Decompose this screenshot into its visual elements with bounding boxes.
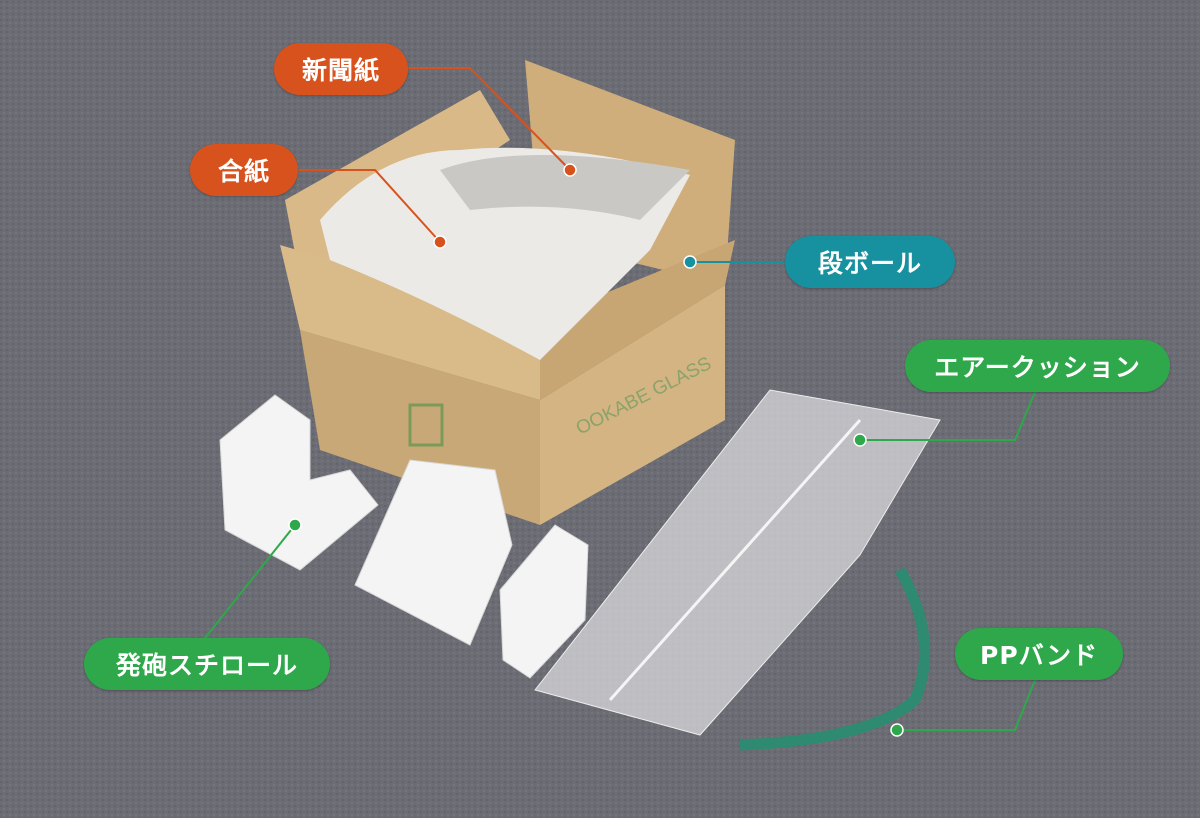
styrofoam-blocks [219,394,589,679]
leader-lines [204,67,1036,731]
label-pp-band: PPバンド [955,628,1123,680]
label-newspaper: 新聞紙 [274,43,408,95]
cardboard-box: OOKABE GLASS [280,60,735,525]
label-cardboard: 段ボール [785,236,955,288]
leader-dots [288,163,904,737]
label-air-cushion: エアークッション [905,340,1170,392]
air-cushion [534,389,941,736]
label-interleaf-paper: 合紙 [190,144,298,196]
pp-band [739,567,931,751]
label-styrofoam: 発砲スチロール [84,638,330,690]
